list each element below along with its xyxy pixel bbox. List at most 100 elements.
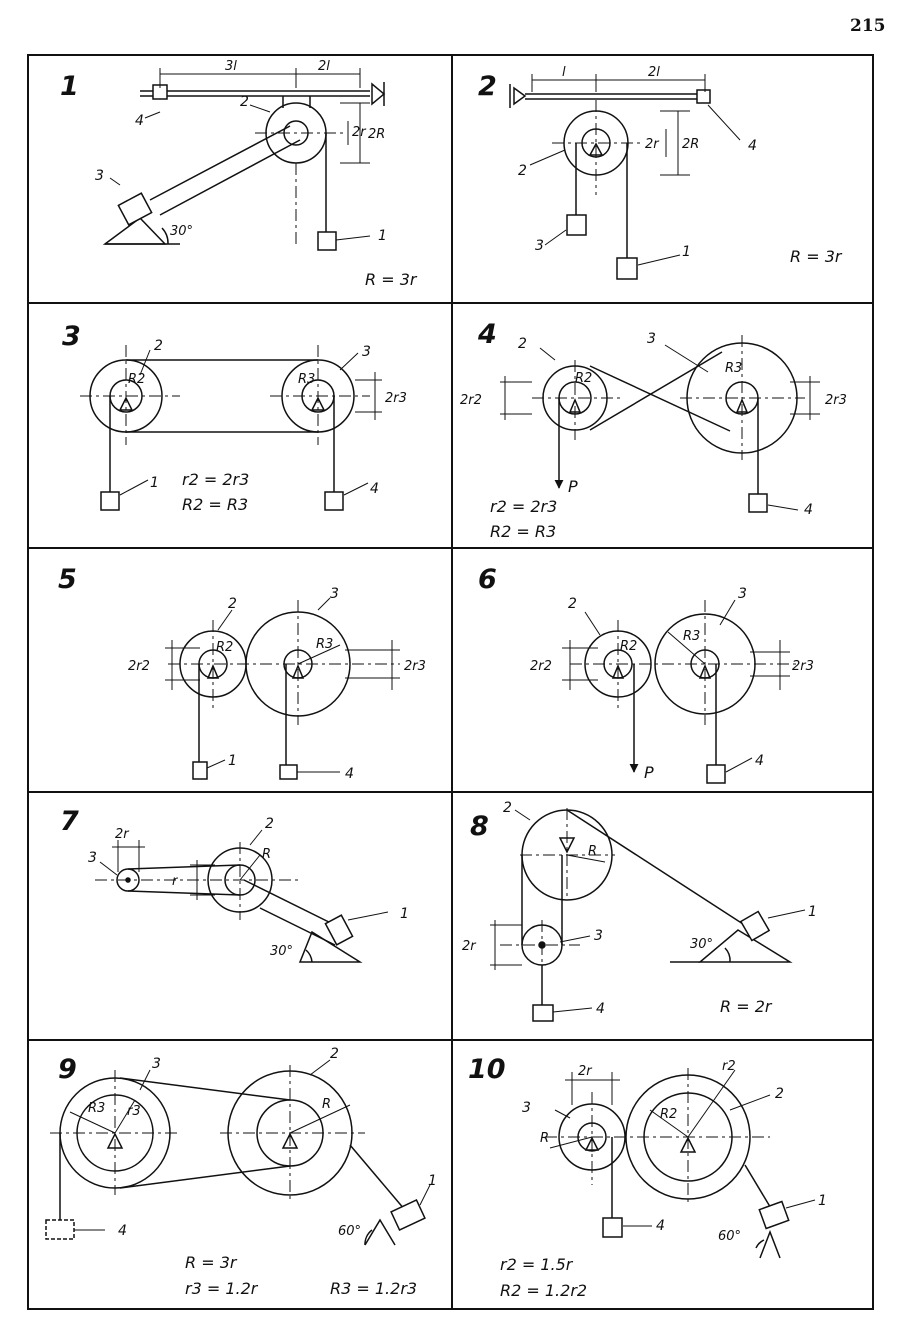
label-2: 2: [518, 336, 527, 352]
label-1: 1: [818, 1193, 827, 1209]
formula-1: R = 2r: [720, 997, 773, 1016]
panel-number-1: 1: [60, 71, 79, 102]
panel-3: 3 1 2 3 4: [62, 321, 407, 514]
dim-2r: 2r: [462, 939, 477, 954]
label-1: 1: [400, 906, 409, 922]
formula-1: R = 3r: [185, 1253, 238, 1272]
label-1: 1: [428, 1173, 437, 1189]
panel-number-8: 8: [470, 811, 489, 842]
label-3: 3: [535, 238, 544, 254]
formula-3: R3 = 1.2r3: [330, 1279, 417, 1298]
label-1: 1: [808, 904, 817, 920]
dim-angle: 60°: [338, 1224, 361, 1239]
label-2: 2: [240, 94, 249, 110]
dim-2l: 2l: [318, 59, 330, 74]
label-4: 4: [345, 766, 354, 782]
formula-1: r2 = 1.5r: [500, 1255, 574, 1274]
formula-1: r2 = 2r3: [182, 470, 249, 489]
panel-number-3: 3: [62, 321, 81, 352]
label-3: 3: [330, 586, 339, 602]
dim-3l: 3l: [225, 59, 237, 74]
label-4: 4: [370, 481, 379, 497]
label-3: 3: [522, 1100, 531, 1116]
label-3: 3: [362, 344, 371, 360]
label-3: 3: [647, 331, 656, 347]
label-2: 2: [265, 816, 274, 832]
panel-number-2: 2: [478, 71, 497, 102]
dim-angle: 30°: [690, 937, 713, 952]
panel-1: 1: [60, 59, 418, 289]
dim-2r3: 2r3: [404, 659, 426, 674]
dim-R2: R2: [660, 1107, 677, 1122]
dim-R3: R3: [683, 629, 700, 644]
dim-2r: 2r: [578, 1064, 593, 1079]
dim-R: R: [540, 1131, 549, 1146]
page-number: 215: [850, 16, 886, 36]
dim-R3: R3: [298, 372, 315, 387]
dim-R: R: [322, 1097, 331, 1112]
panel-number-10: 10: [468, 1054, 506, 1085]
label-2: 2: [228, 596, 237, 612]
dim-2r3: 2r3: [385, 391, 407, 406]
label-4: 4: [748, 138, 757, 154]
label-1: 1: [682, 244, 691, 260]
label-3: 3: [88, 850, 97, 866]
dim-R3: R3: [88, 1101, 105, 1116]
formula-1: R = 3r: [790, 247, 843, 266]
dim-l: l: [562, 65, 566, 80]
dim-r: r: [172, 874, 179, 889]
panel-number-4: 4: [477, 319, 497, 350]
dim-angle: 30°: [270, 944, 293, 959]
panel-10: 10 1 2: [468, 1054, 827, 1300]
dim-2r2: 2r2: [460, 393, 482, 408]
label-4: 4: [804, 502, 813, 518]
panel-8: 8 1 2: [462, 800, 817, 1022]
label-1: 1: [228, 753, 237, 769]
dim-2r3: 2r3: [792, 659, 814, 674]
panel-4: 4 2 3 4: [460, 319, 847, 541]
label-2: 2: [775, 1086, 784, 1102]
label-3: 3: [152, 1056, 161, 1072]
dim-R3: R3: [316, 637, 333, 652]
dim-2r: 2r: [352, 125, 367, 140]
label-2: 2: [503, 800, 512, 816]
formula-2: R2 = R3: [182, 495, 248, 514]
dim-2R: 2R: [682, 137, 699, 152]
label-4: 4: [596, 1001, 605, 1017]
formula-1: r2 = 2r3: [490, 497, 557, 516]
panel-number-7: 7: [60, 806, 79, 837]
panel-2: 2 1: [478, 65, 843, 280]
formula-2: r3 = 1.2r: [185, 1279, 259, 1298]
label-4: 4: [118, 1223, 127, 1239]
dim-r2: r2: [722, 1059, 736, 1074]
panel-7: 7 1 2 3 2r: [60, 806, 409, 963]
label-2: 2: [154, 338, 163, 354]
label-1: 1: [150, 475, 159, 491]
label-4: 4: [656, 1218, 665, 1234]
label-2: 2: [568, 596, 577, 612]
panel-number-5: 5: [58, 564, 77, 595]
label-2: 2: [330, 1046, 339, 1062]
dim-2l: 2l: [648, 65, 660, 80]
dim-2r2: 2r2: [530, 659, 552, 674]
dim-2r3: 2r3: [825, 393, 847, 408]
dim-2R: 2R: [368, 127, 385, 142]
label-3: 3: [738, 586, 747, 602]
formula-2: R2 = R3: [490, 522, 556, 541]
force-P: P: [568, 477, 578, 496]
formula-1: R = 3r: [365, 270, 418, 289]
dim-R2: R2: [216, 640, 233, 655]
dim-R2: R2: [620, 639, 637, 654]
dim-2r2: 2r2: [128, 659, 150, 674]
panel-grid: [27, 54, 874, 1310]
dim-2r: 2r: [645, 137, 660, 152]
label-3: 3: [594, 928, 603, 944]
label-4: 4: [755, 753, 764, 769]
force-P: P: [644, 763, 654, 782]
panel-5: 5 1 2 3: [58, 564, 426, 782]
panel-number-9: 9: [58, 1054, 77, 1085]
dim-R3: R3: [725, 361, 742, 376]
label-4: 4: [135, 113, 144, 129]
label-3: 3: [95, 168, 104, 184]
